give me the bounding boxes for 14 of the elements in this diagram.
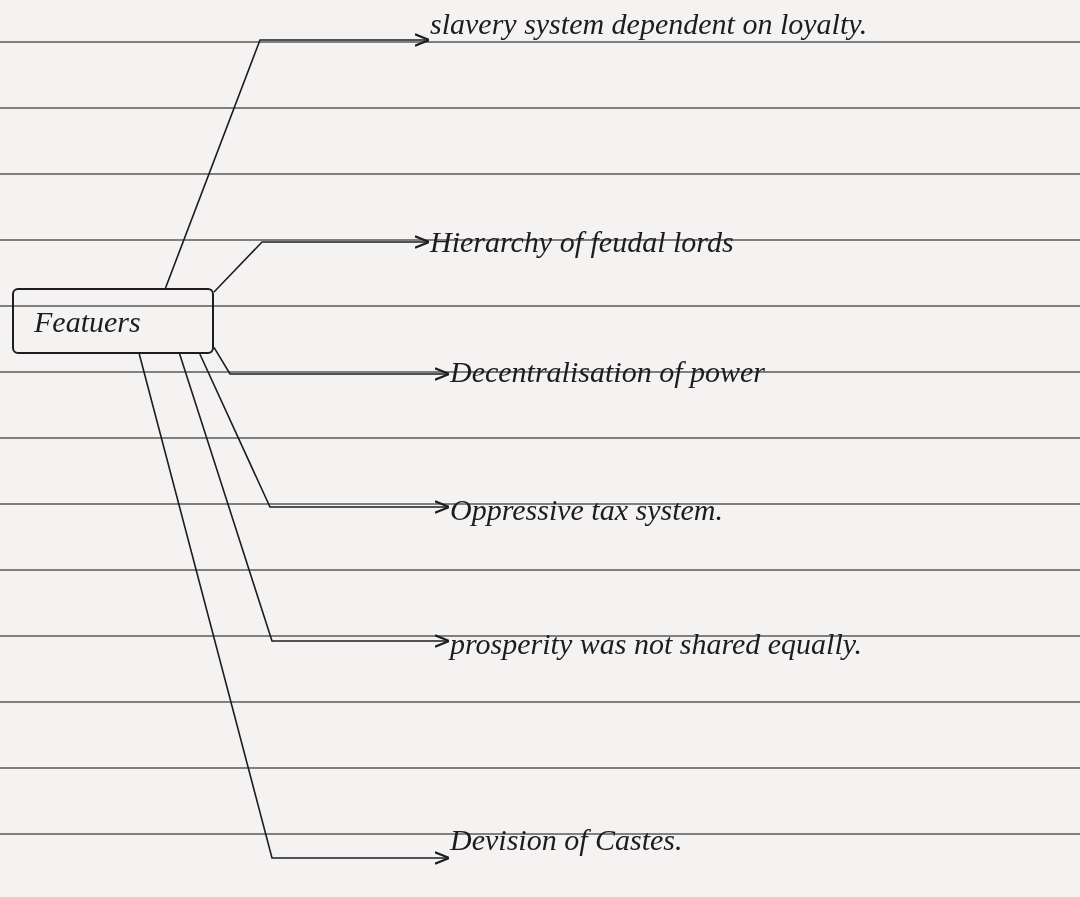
feature-text: Decentralisation of power <box>450 354 765 390</box>
arrow <box>213 235 431 293</box>
arrow <box>138 353 451 865</box>
feature-text: prosperity was not shared equally. <box>450 626 862 662</box>
feature-text: Devision of Castes. <box>450 822 683 858</box>
feature-text: Oppressive tax system. <box>450 492 723 528</box>
arrow <box>164 33 431 289</box>
topic-box <box>12 288 214 354</box>
topic-label: Featuers <box>34 303 141 340</box>
arrow <box>178 353 451 648</box>
feature-text: slavery system dependent on loyalty. <box>430 6 868 42</box>
feature-text: Hierarchy of feudal lords <box>430 224 734 260</box>
arrow <box>199 353 451 514</box>
arrow <box>213 346 451 381</box>
